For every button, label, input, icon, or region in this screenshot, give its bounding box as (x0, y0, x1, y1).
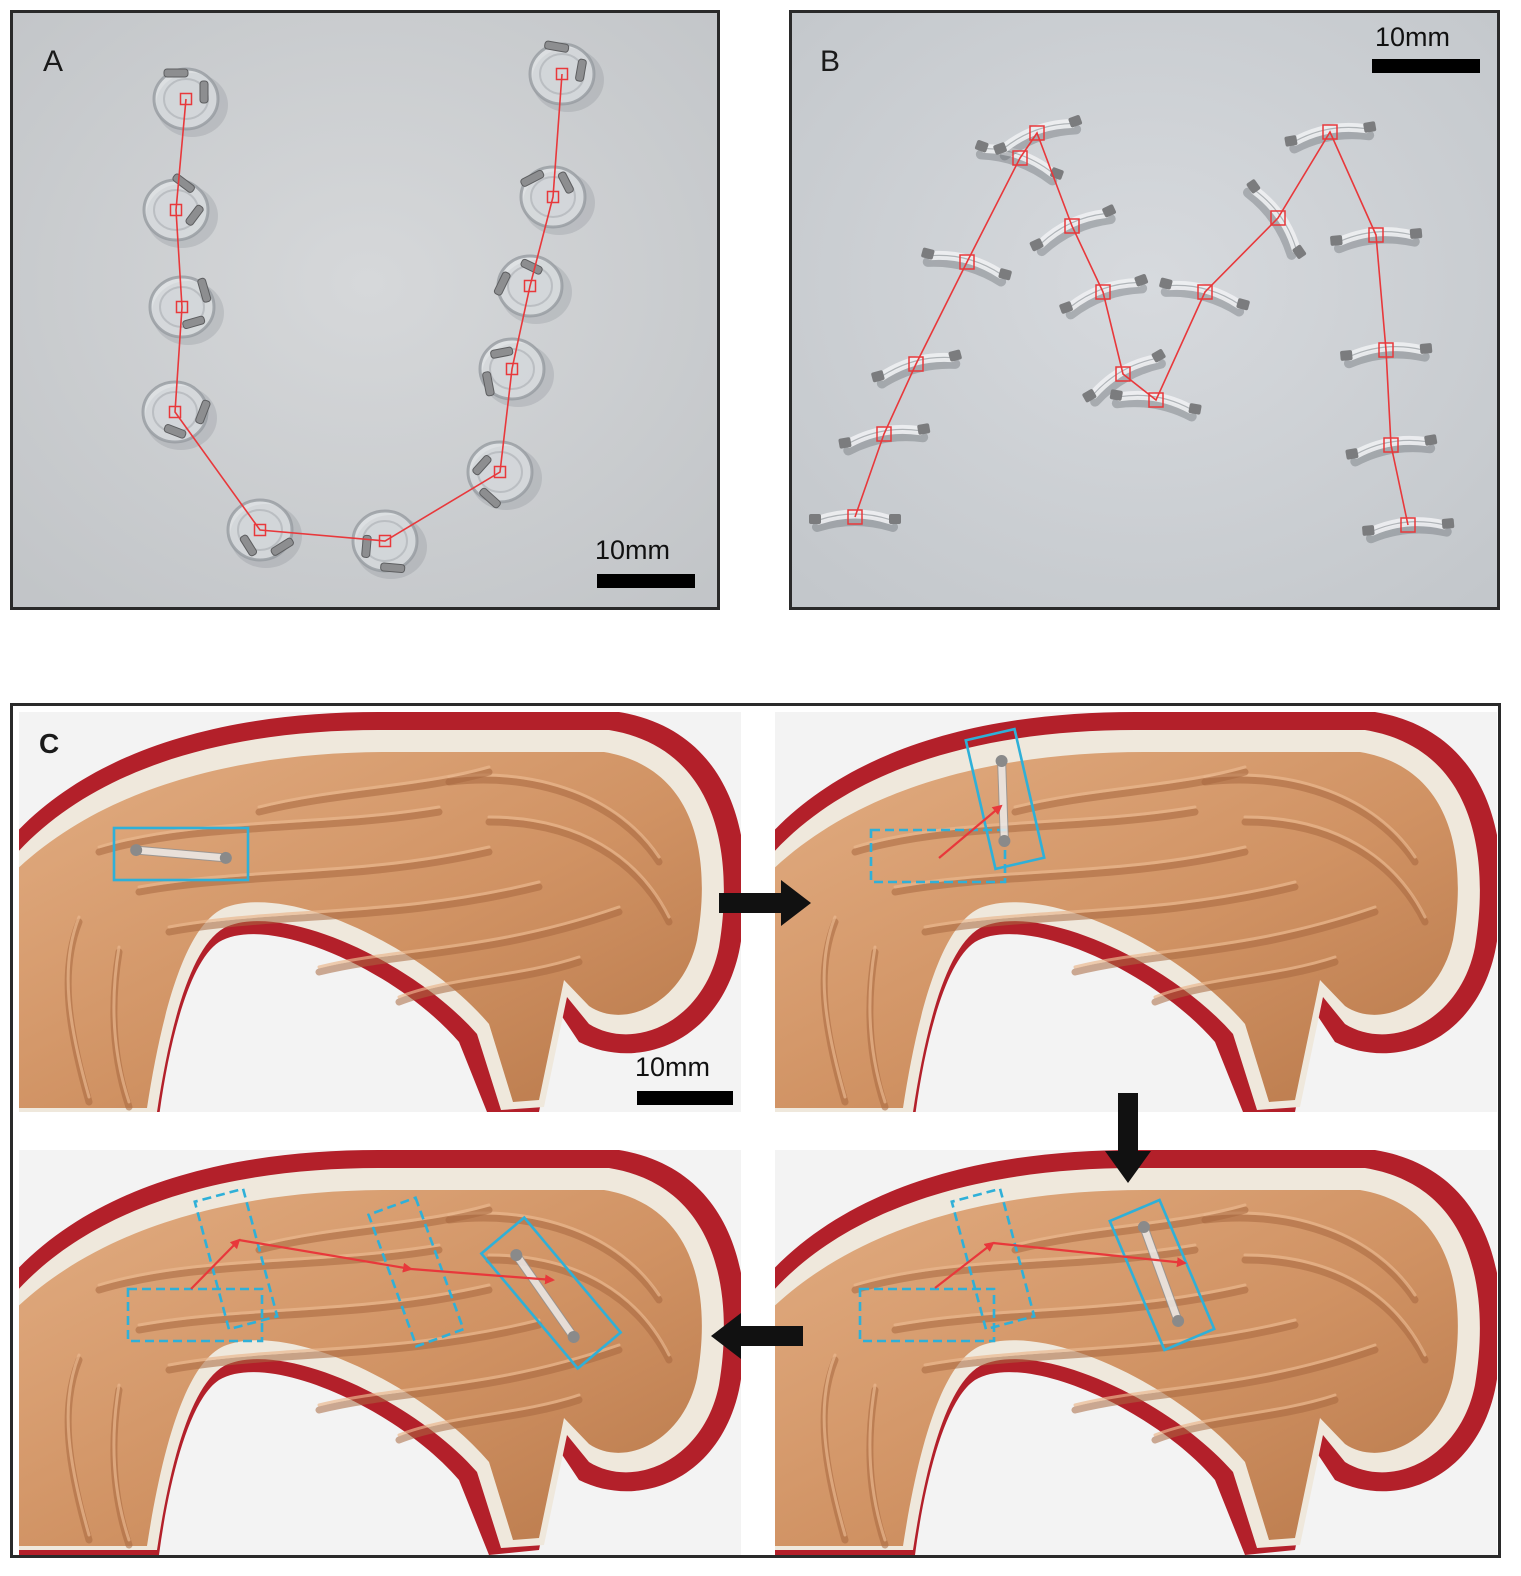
panel-a-photo (13, 13, 717, 607)
trajectory-marker (847, 509, 863, 525)
motion-arrow (238, 1238, 413, 1273)
panel-b-photo (792, 13, 1497, 607)
motion-overlays (112, 727, 1216, 1371)
previous-position-box (193, 1187, 279, 1331)
trajectory-marker (1064, 218, 1080, 234)
trajectory-a (168, 67, 569, 548)
current-position-box (479, 1215, 623, 1371)
motion-arrow (934, 1241, 995, 1289)
rod-robot (1137, 1221, 1185, 1327)
rod-robot (130, 844, 232, 864)
panel-c-scalebar-label: 10mm (635, 1052, 711, 1082)
stomach-frame (775, 1150, 1497, 1555)
trajectory-marker (175, 300, 189, 314)
trajectory-marker (168, 405, 182, 419)
trajectory-marker (876, 426, 892, 442)
trajectory-marker (908, 356, 924, 372)
panel-a: A 10mm (10, 10, 720, 610)
panel-c-label: C (39, 728, 60, 759)
current-position-box (964, 727, 1046, 871)
panel-c-scalebar (637, 1091, 733, 1105)
rod-robot (995, 755, 1011, 847)
trajectory-marker (1270, 210, 1286, 226)
rod-robot (838, 423, 931, 456)
panel-b-scalebar-label: 10mm (1375, 22, 1451, 52)
trajectory-marker (179, 92, 193, 106)
trajectory-marker (505, 362, 519, 376)
previous-position-box (126, 1287, 264, 1343)
arrow-right-icon (719, 880, 811, 926)
motion-arrow (992, 1241, 1187, 1268)
trajectory-b (847, 124, 1416, 533)
previous-position-box (950, 1187, 1036, 1331)
trajectory-marker (523, 279, 537, 293)
arrow-down-icon (1105, 1093, 1151, 1183)
panel-c: C 10mm (10, 703, 1501, 1558)
trajectory-marker (378, 534, 392, 548)
motion-arrow (190, 1238, 241, 1290)
panel-b-scalebar (1372, 59, 1480, 73)
trajectory-marker (1029, 125, 1045, 141)
panel-c-photos (19, 712, 1497, 1555)
stomach-model-frames (19, 712, 1497, 1555)
trajectory-marker (959, 254, 975, 270)
trajectory-marker (1012, 150, 1028, 166)
panel-a-label: A (43, 45, 64, 78)
ring-robot (466, 440, 542, 510)
motion-arrow (410, 1267, 555, 1285)
trajectory-marker (1378, 342, 1394, 358)
ring-robots (141, 40, 604, 579)
trajectory-marker (1368, 227, 1384, 243)
current-position-box (112, 826, 250, 882)
rod-robot (510, 1249, 580, 1343)
trajectory-marker (555, 67, 569, 81)
trajectory-marker (1197, 284, 1213, 300)
trajectory-marker (493, 465, 507, 479)
trajectory-marker (1383, 437, 1399, 453)
rod-robot (1082, 349, 1166, 407)
rod-robot (1284, 121, 1377, 154)
trajectory-marker (1400, 517, 1416, 533)
panel-b-label: B (820, 45, 841, 78)
motion-arrow (938, 804, 1003, 859)
rod-robots (809, 115, 1455, 544)
trajectory-marker (1095, 284, 1111, 300)
trajectory-marker (1115, 366, 1131, 382)
rod-robot (809, 509, 901, 532)
stomach-frame (19, 712, 741, 1112)
ring-robot (528, 40, 604, 112)
arrow-left-icon (711, 1313, 803, 1359)
panel-a-scalebar (597, 574, 695, 588)
previous-position-box (869, 828, 1007, 884)
stomach-frame (775, 712, 1497, 1112)
panel-b: B 10mm (789, 10, 1500, 610)
trajectory-marker (546, 190, 560, 204)
previous-position-box (858, 1287, 996, 1343)
trajectory-marker (169, 203, 183, 217)
panel-a-scalebar-label: 10mm (595, 535, 671, 565)
trajectory-marker (253, 523, 267, 537)
rod-robot (871, 349, 962, 389)
trajectory-marker (1322, 124, 1338, 140)
trajectory-marker (1148, 392, 1164, 408)
